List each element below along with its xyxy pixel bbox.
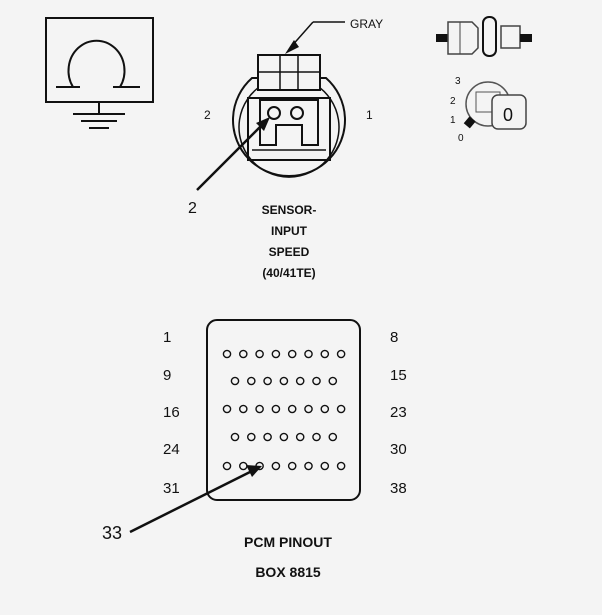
- sensor-title-line-4: (40/41TE): [262, 266, 315, 280]
- pcm-right-label-1: 8: [390, 329, 398, 346]
- pcm-pin-10: [246, 376, 256, 386]
- pcm-pin-19: [271, 404, 281, 414]
- pcm-callout-arrow: [129, 465, 262, 534]
- pcm-subtitle: BOX 8815: [255, 564, 321, 580]
- key-pos-0: 0: [458, 133, 464, 144]
- pcm-pin-18: [255, 404, 264, 414]
- pcm-pin-28: [295, 432, 305, 442]
- pcm-callout-number: 33: [102, 523, 122, 543]
- sensor-title-line-2: INPUT: [271, 224, 308, 238]
- pcm-pin-26: [263, 432, 272, 442]
- wire-color-label: GRAY: [350, 17, 383, 31]
- ignition-key-icon: [463, 81, 527, 130]
- pcm-left-label-5: 31: [163, 480, 180, 497]
- sensor-pin-label-right: 1: [366, 108, 373, 122]
- pcm-pin-15: [328, 376, 338, 386]
- pcm-pin-3: [255, 349, 264, 359]
- pcm-pin-2: [238, 349, 248, 359]
- pcm-pin-37: [320, 461, 330, 471]
- pcm-pin-1: [222, 349, 232, 359]
- pcm-pin-25: [246, 432, 256, 442]
- key-position-label: 0: [503, 105, 513, 125]
- pcm-pin-7: [320, 349, 330, 359]
- sensor-connector: [232, 54, 346, 178]
- pcm-pin-12: [279, 376, 289, 386]
- pcm-pin-22: [320, 404, 330, 414]
- pcm-right-label-5: 38: [390, 480, 407, 497]
- pcm-right-label-3: 23: [390, 404, 407, 421]
- pcm-pin-34: [271, 461, 281, 471]
- pcm-pin-5: [287, 349, 297, 359]
- pcm-pin-14: [312, 376, 321, 386]
- pcm-pin-6: [304, 349, 313, 359]
- sensor-callout-arrow: [196, 117, 270, 191]
- pcm-pin-23: [336, 404, 346, 414]
- pcm-pin-13: [295, 376, 305, 386]
- pcm-pin-4: [271, 349, 281, 359]
- pcm-pin-38: [336, 461, 346, 471]
- pcm-pin-8: [336, 349, 346, 359]
- pcm-connector-body: [206, 319, 361, 501]
- pcm-pin-36: [304, 461, 313, 471]
- key-pos-1: 1: [450, 115, 456, 126]
- sensor-pin-1: [290, 106, 304, 120]
- pcm-pin-17: [238, 404, 248, 414]
- pcm-pin-21: [304, 404, 313, 414]
- sensor-pin-label-left: 2: [204, 108, 211, 122]
- pcm-pin-16: [222, 404, 232, 414]
- pcm-pin-29: [312, 432, 321, 442]
- sensor-title-line-1: SENSOR-: [262, 203, 317, 217]
- pcm-pin-27: [279, 432, 289, 442]
- sensor-title-line-3: SPEED: [269, 245, 310, 259]
- pcm-pin-32: [238, 461, 248, 471]
- pcm-pin-9: [230, 376, 240, 386]
- key-pos-3: 3: [455, 76, 461, 87]
- pcm-left-label-1: 1: [163, 329, 171, 346]
- pcm-pin-31: [222, 461, 232, 471]
- connector-plug-icon: [436, 16, 532, 57]
- pcm-left-label-2: 9: [163, 367, 171, 384]
- pcm-left-label-4: 24: [163, 441, 180, 458]
- sensor-pin-2: [267, 106, 281, 120]
- pcm-pin-30: [328, 432, 338, 442]
- gray-wire-callout: [285, 21, 345, 54]
- pcm-title: PCM PINOUT: [244, 534, 332, 550]
- pcm-pin-24: [230, 432, 240, 442]
- pcm-pin-20: [287, 404, 297, 414]
- pcm-pin-35: [287, 461, 297, 471]
- ohmmeter-symbol-icon: [45, 17, 154, 129]
- pcm-right-label-2: 15: [390, 367, 407, 384]
- pcm-right-label-4: 30: [390, 441, 407, 458]
- pcm-pin-11: [263, 376, 272, 386]
- pcm-left-label-3: 16: [163, 404, 180, 421]
- sensor-callout-number: 2: [188, 200, 197, 217]
- key-pos-2: 2: [450, 96, 456, 107]
- pcm-pin-grid: [222, 349, 346, 471]
